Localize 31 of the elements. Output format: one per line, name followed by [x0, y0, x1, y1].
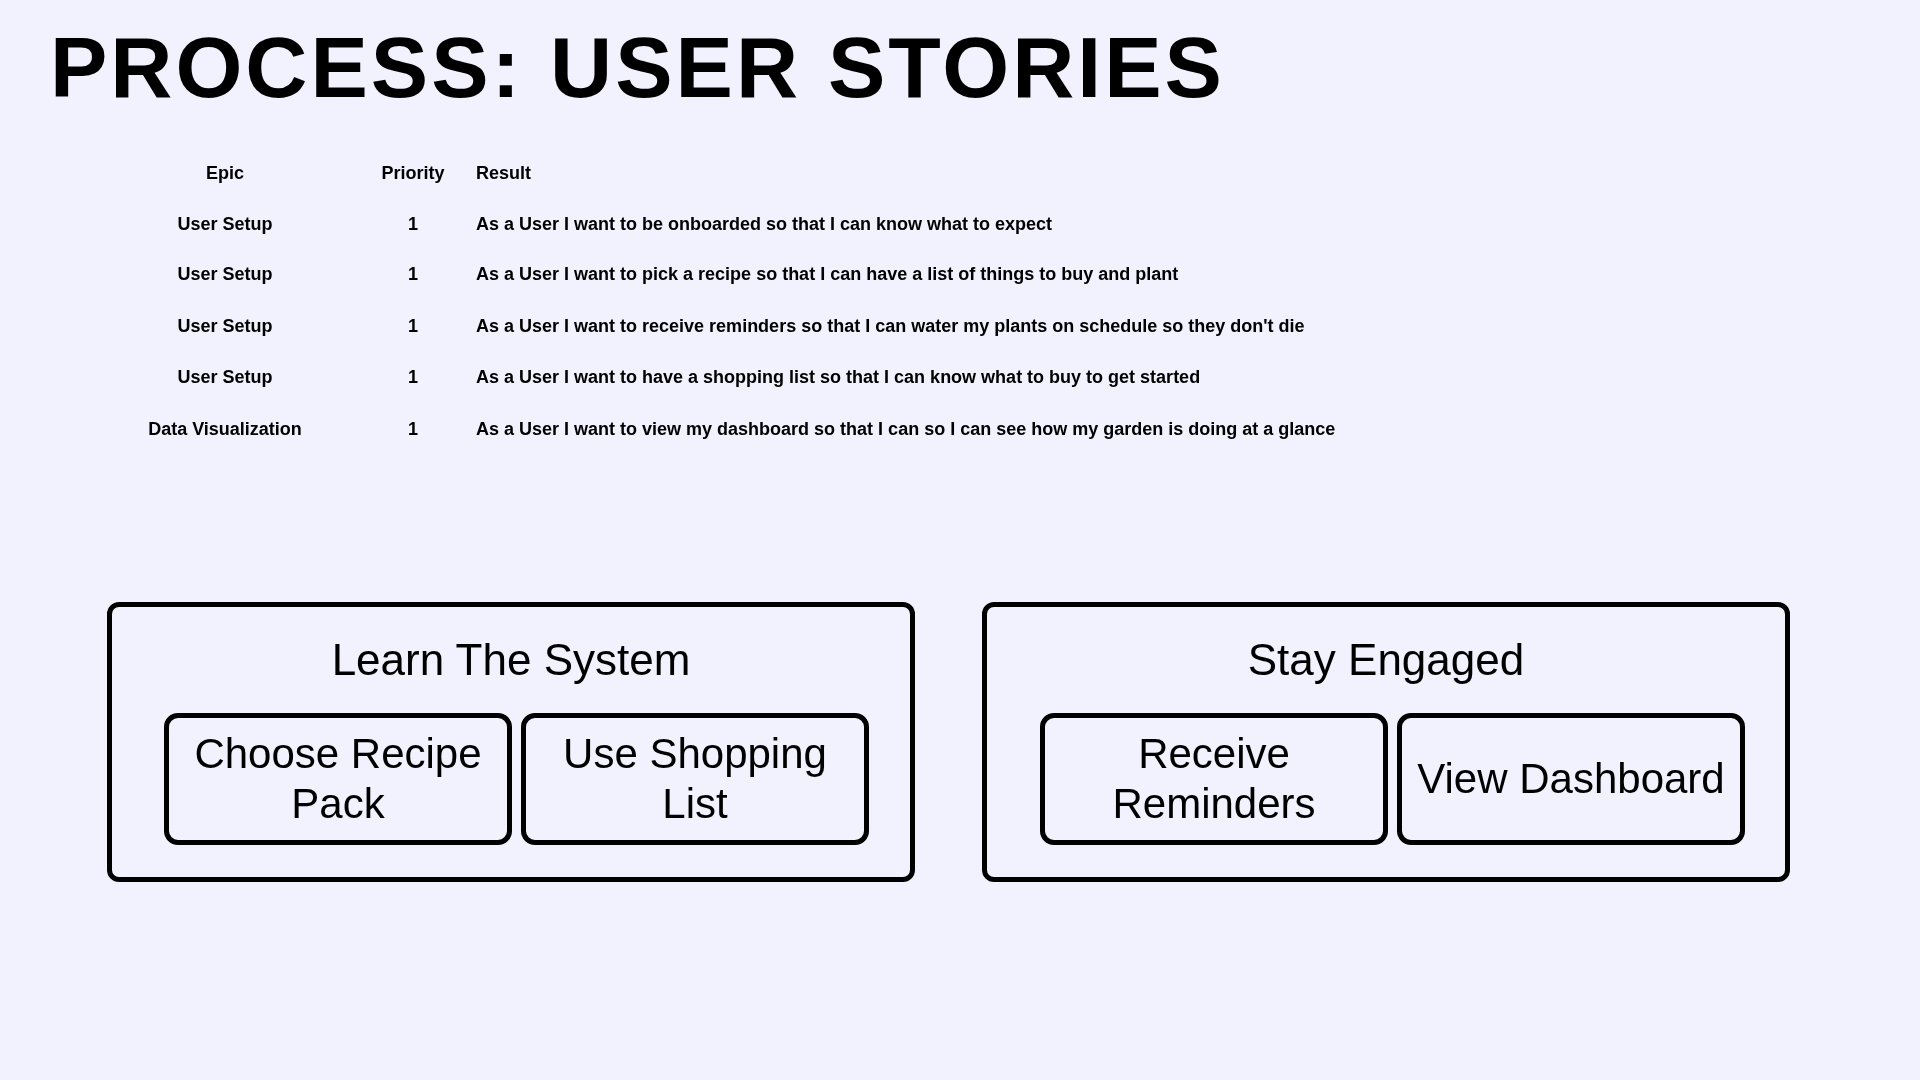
group-box — [982, 602, 1790, 882]
column-header: Result — [476, 162, 531, 184]
story-box — [521, 713, 869, 845]
priority-cell: 1 — [408, 315, 418, 337]
epic-cell: Data Visualization — [148, 418, 302, 440]
epic-cell: User Setup — [177, 263, 273, 285]
box-label: View Dashboard — [1416, 754, 1726, 804]
epic-cell: User Setup — [177, 315, 273, 337]
page-title: PROCESS: USER STORIES — [50, 18, 1225, 117]
story-text: As a User I want to pick a recipe so that I can have a list of things to buy and plant — [476, 263, 1179, 285]
epic-cell: User Setup — [177, 366, 273, 388]
box-label: Receive Reminders — [1111, 729, 1317, 829]
column-header: Epic — [206, 162, 244, 184]
story-box — [1397, 713, 1745, 845]
epic-cell: User Setup — [177, 213, 273, 235]
column-header: Priority — [381, 162, 445, 184]
priority-cell: 1 — [408, 213, 418, 235]
priority-cell: 1 — [408, 263, 418, 285]
priority-cell: 1 — [408, 418, 418, 440]
group-title: Stay Engaged — [1246, 635, 1526, 685]
story-text: As a User I want to receive reminders so that I can water my plants on schedule so they don't die — [476, 315, 1305, 337]
box-label: Use Shopping List — [562, 729, 828, 829]
box-label: Choose Recipe Pack — [193, 729, 483, 829]
priority-cell: 1 — [408, 366, 418, 388]
story-text: As a User I want to be onboarded so that I can know what to expect — [476, 213, 1053, 235]
story-text: As a User I want to view my dashboard so that I can so I can see how my garden is doing at a glance — [476, 418, 1336, 440]
group-box — [107, 602, 915, 882]
story-text: As a User I want to have a shopping list so that I can know what to buy to get started — [476, 366, 1201, 388]
story-box — [1040, 713, 1388, 845]
group-title: Learn The System — [330, 635, 692, 685]
story-box — [164, 713, 512, 845]
